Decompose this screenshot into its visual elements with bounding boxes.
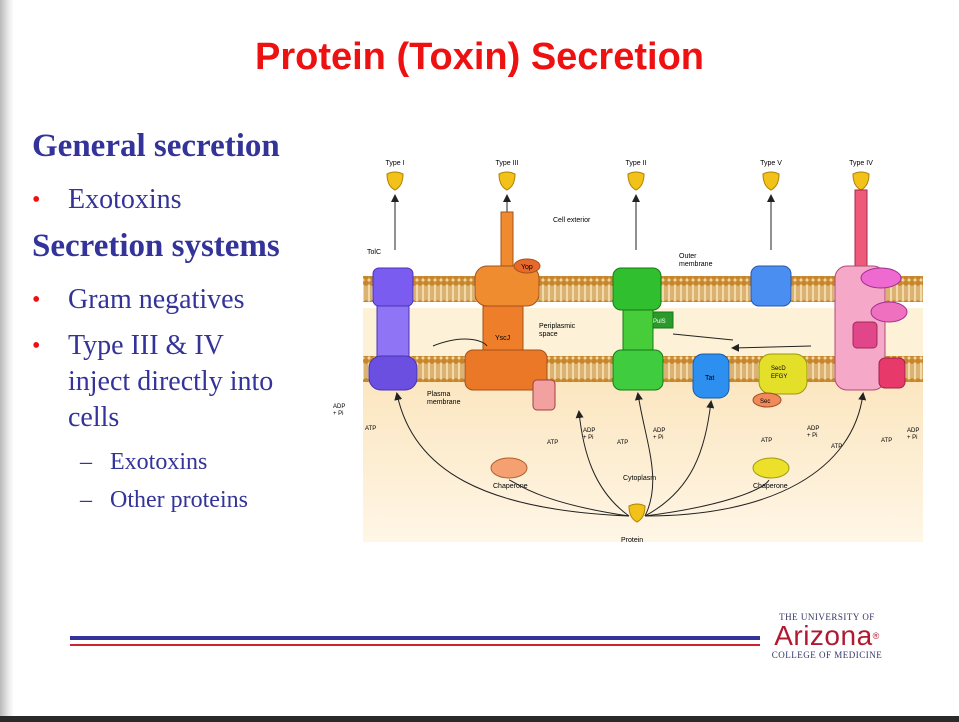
protein-icon <box>628 503 646 523</box>
type-iii-system: Yop YscJ <box>464 211 556 411</box>
chaperone-icon <box>752 457 790 479</box>
adp-label: + Pi <box>333 411 344 417</box>
bullet-dot: • <box>32 187 41 213</box>
type-iv-system <box>834 189 908 391</box>
heading-general-secretion: General secretion <box>32 128 280 164</box>
adp-label: + Pi <box>807 433 818 439</box>
periplasmic-label-2: space <box>539 331 558 338</box>
type-ii-system: PulS <box>612 267 674 391</box>
logo-line1: The University of <box>779 612 875 622</box>
adp-label: ADP <box>583 428 595 434</box>
atp-label: ATP <box>365 426 376 432</box>
type-ii-label: Type II <box>625 160 646 167</box>
chaperone-icon <box>490 457 528 479</box>
logo-line2: Arizona® <box>752 622 902 650</box>
protein-label: Protein <box>621 537 643 544</box>
atp-label: ATP <box>881 438 892 444</box>
cytoplasm-label: Cytoplasm <box>623 475 656 482</box>
export-arrows <box>391 194 865 250</box>
yop-label: Yop <box>521 264 533 271</box>
secreted-protein-icon <box>762 171 780 191</box>
outer-membrane-label-2: membrane <box>679 261 713 268</box>
slide-left-edge <box>0 0 14 722</box>
efgy-label: EFGY <box>771 374 787 380</box>
bullet-text: Gram negatives <box>68 284 245 315</box>
periplasmic-label: Periplasmic <box>539 323 576 330</box>
logo-line3: College of Medicine <box>771 650 883 660</box>
adp-label: + Pi <box>583 435 594 441</box>
sec-system: SecD EFGY Sec <box>752 353 808 408</box>
bullet-dot: • <box>32 333 41 359</box>
bullet-dot: • <box>32 287 41 313</box>
type-iii-label: Type III <box>496 160 519 167</box>
secreted-protein-icon <box>498 171 516 191</box>
slide-title: Protein (Toxin) Secretion <box>254 36 704 78</box>
cell-exterior-label: Cell exterior <box>553 217 591 224</box>
logo-wordmark: Arizona <box>774 620 873 651</box>
tolc-label: TolC <box>367 249 381 256</box>
adp-label: ADP <box>907 428 919 434</box>
pathway-arrows <box>394 333 867 517</box>
atp-adp-labels: ADP + Pi ATP ATP ADP + Pi ATP ADP + Pi A… <box>333 404 919 450</box>
secretion-systems-diagram: Type I Type III Type II Type V Type IV C… <box>333 150 925 550</box>
sec-label: Sec <box>760 399 770 405</box>
tat-system: Tat <box>692 353 730 399</box>
diagram-svg: Type I Type III Type II Type V Type IV C… <box>333 160 923 544</box>
atp-label: ATP <box>617 440 628 446</box>
type-i-label: Type I <box>385 160 404 167</box>
plasma-membrane-label: Plasma <box>427 391 450 398</box>
chaperone-label: Chaperone <box>493 483 528 490</box>
adp-label: + Pi <box>907 435 918 441</box>
chaperone-label: Chaperone <box>753 483 788 490</box>
outer-membrane-label: Outer <box>679 253 697 260</box>
secd-label: SecD <box>771 366 786 372</box>
puls-label: PulS <box>653 319 666 325</box>
secreted-protein-icon <box>852 171 870 191</box>
logo-registered: ® <box>872 631 880 641</box>
type-v-label: Type V <box>760 160 782 167</box>
slide-bottom-edge <box>0 716 959 722</box>
heading-secretion-systems: Secretion systems <box>32 228 280 264</box>
adp-label: ADP <box>807 426 819 432</box>
bullet-line: Type III & IV <box>68 330 224 361</box>
type-iv-label: Type IV <box>849 160 873 167</box>
atp-label: ATP <box>831 444 842 450</box>
sub-bullet-dash: – <box>80 487 92 513</box>
yscj-label: YscJ <box>495 335 510 342</box>
bullet-line: cells <box>68 402 120 433</box>
secreted-protein-icons <box>386 171 870 191</box>
university-logo: The University of Arizona® College of Me… <box>752 612 902 660</box>
sub-bullet-text: Other proteins <box>110 487 248 513</box>
type-v-system <box>750 265 792 307</box>
atp-label: ATP <box>761 438 772 444</box>
footer-rule-blue <box>70 636 760 640</box>
tat-label: Tat <box>705 375 714 382</box>
atp-label: ATP <box>547 440 558 446</box>
bullet-text: Exotoxins <box>68 184 182 215</box>
adp-label: + Pi <box>653 435 664 441</box>
adp-label: ADP <box>333 404 345 410</box>
footer-rule-red <box>70 644 760 646</box>
plasma-membrane-label-2: membrane <box>427 399 461 406</box>
type-i-system: TolC <box>367 249 418 391</box>
cytoplasm-region <box>363 382 923 542</box>
secreted-protein-icon <box>386 171 404 191</box>
adp-label: ADP <box>653 428 665 434</box>
bullet-text: Type III & IV inject directly into cells <box>68 328 273 436</box>
sub-bullet-dash: – <box>80 449 92 475</box>
bullet-line: inject directly into <box>68 366 274 397</box>
sub-bullet-text: Exotoxins <box>110 449 208 475</box>
secreted-protein-icon <box>627 171 645 191</box>
